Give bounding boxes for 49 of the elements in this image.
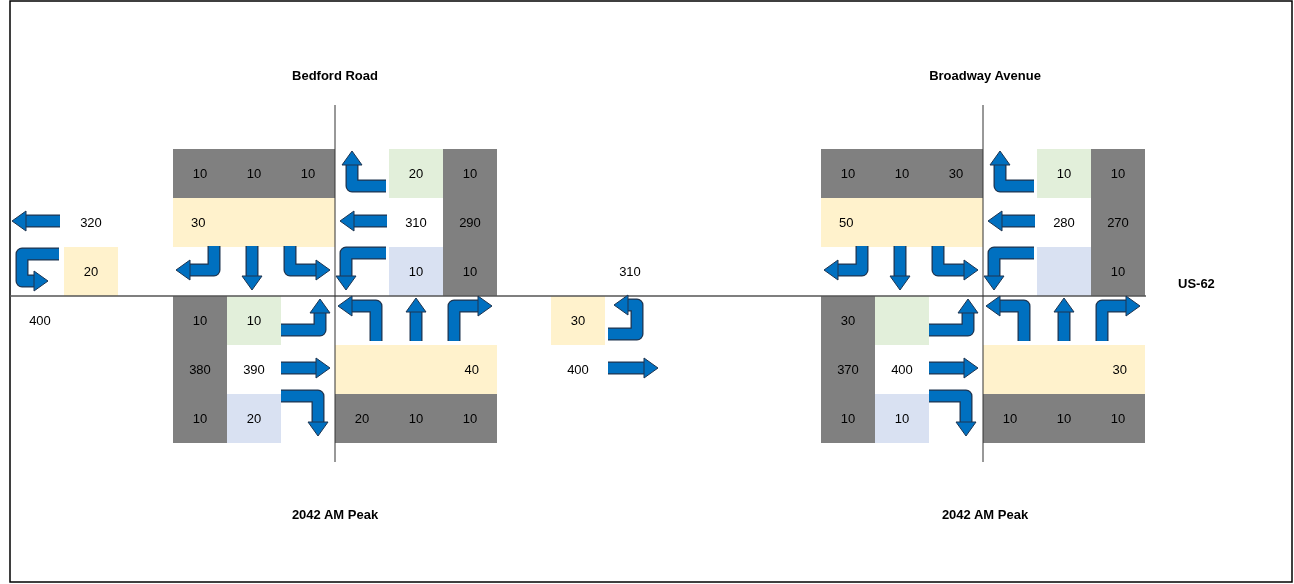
scenario-label: 2042 AM Peak	[291, 507, 379, 522]
volume-cell: 40	[335, 345, 497, 394]
volume-cell: 30	[551, 296, 605, 345]
volume-cell: 10	[443, 394, 497, 443]
road-name: Bedford Road	[292, 68, 378, 83]
road-name: Broadway Avenue	[929, 68, 1041, 83]
volume-label: 400	[566, 361, 590, 379]
volume-cell: 10	[281, 149, 335, 198]
volume-cell: 10	[443, 247, 497, 296]
volume-cell: 10	[821, 149, 875, 198]
volume-cell: 10	[875, 394, 929, 443]
volume-cell: 10	[1091, 149, 1145, 198]
volume-cell: 10	[1091, 394, 1145, 443]
road-name: US-62	[1178, 276, 1215, 291]
volume-cell: 270	[1091, 198, 1145, 247]
volume-cell: 10	[821, 394, 875, 443]
volume-cell: 380	[173, 345, 227, 394]
volume-cell: 370	[821, 345, 875, 394]
volume-cell: 10	[227, 149, 281, 198]
volume-cell: 30	[821, 296, 875, 345]
volume-label: 280	[1052, 214, 1076, 232]
volume-cell: 20	[227, 394, 281, 443]
volume-cell: 10	[389, 394, 443, 443]
volume-cell: 10	[173, 394, 227, 443]
scenario-label: 2042 AM Peak	[941, 507, 1029, 522]
volume-cell: 20	[335, 394, 389, 443]
volume-label: 320	[79, 214, 103, 232]
volume-cell: 10	[227, 296, 281, 345]
volume-cell: 10	[389, 247, 443, 296]
volume-cell: 10	[173, 296, 227, 345]
volume-label: 390	[242, 361, 266, 379]
volume-label: 400	[28, 312, 52, 330]
volume-label: 310	[404, 214, 428, 232]
volume-cell: 50	[821, 198, 983, 247]
volume-cell: 10	[173, 149, 227, 198]
volume-cell: 290	[443, 198, 497, 247]
volume-cell: 10	[443, 149, 497, 198]
volume-label: 400	[890, 361, 914, 379]
volume-cell: 20	[64, 247, 118, 296]
volume-cell: 30	[173, 198, 335, 247]
volume-cell: 10	[1037, 394, 1091, 443]
volume-label: 310	[618, 263, 642, 281]
volume-cell: 10	[983, 394, 1037, 443]
volume-cell: 10	[1091, 247, 1145, 296]
volume-cell: 30	[929, 149, 983, 198]
volume-cell: 30	[983, 345, 1145, 394]
volume-cell: 10	[1037, 149, 1091, 198]
volume-cell: 10	[875, 149, 929, 198]
volume-cell: 20	[389, 149, 443, 198]
